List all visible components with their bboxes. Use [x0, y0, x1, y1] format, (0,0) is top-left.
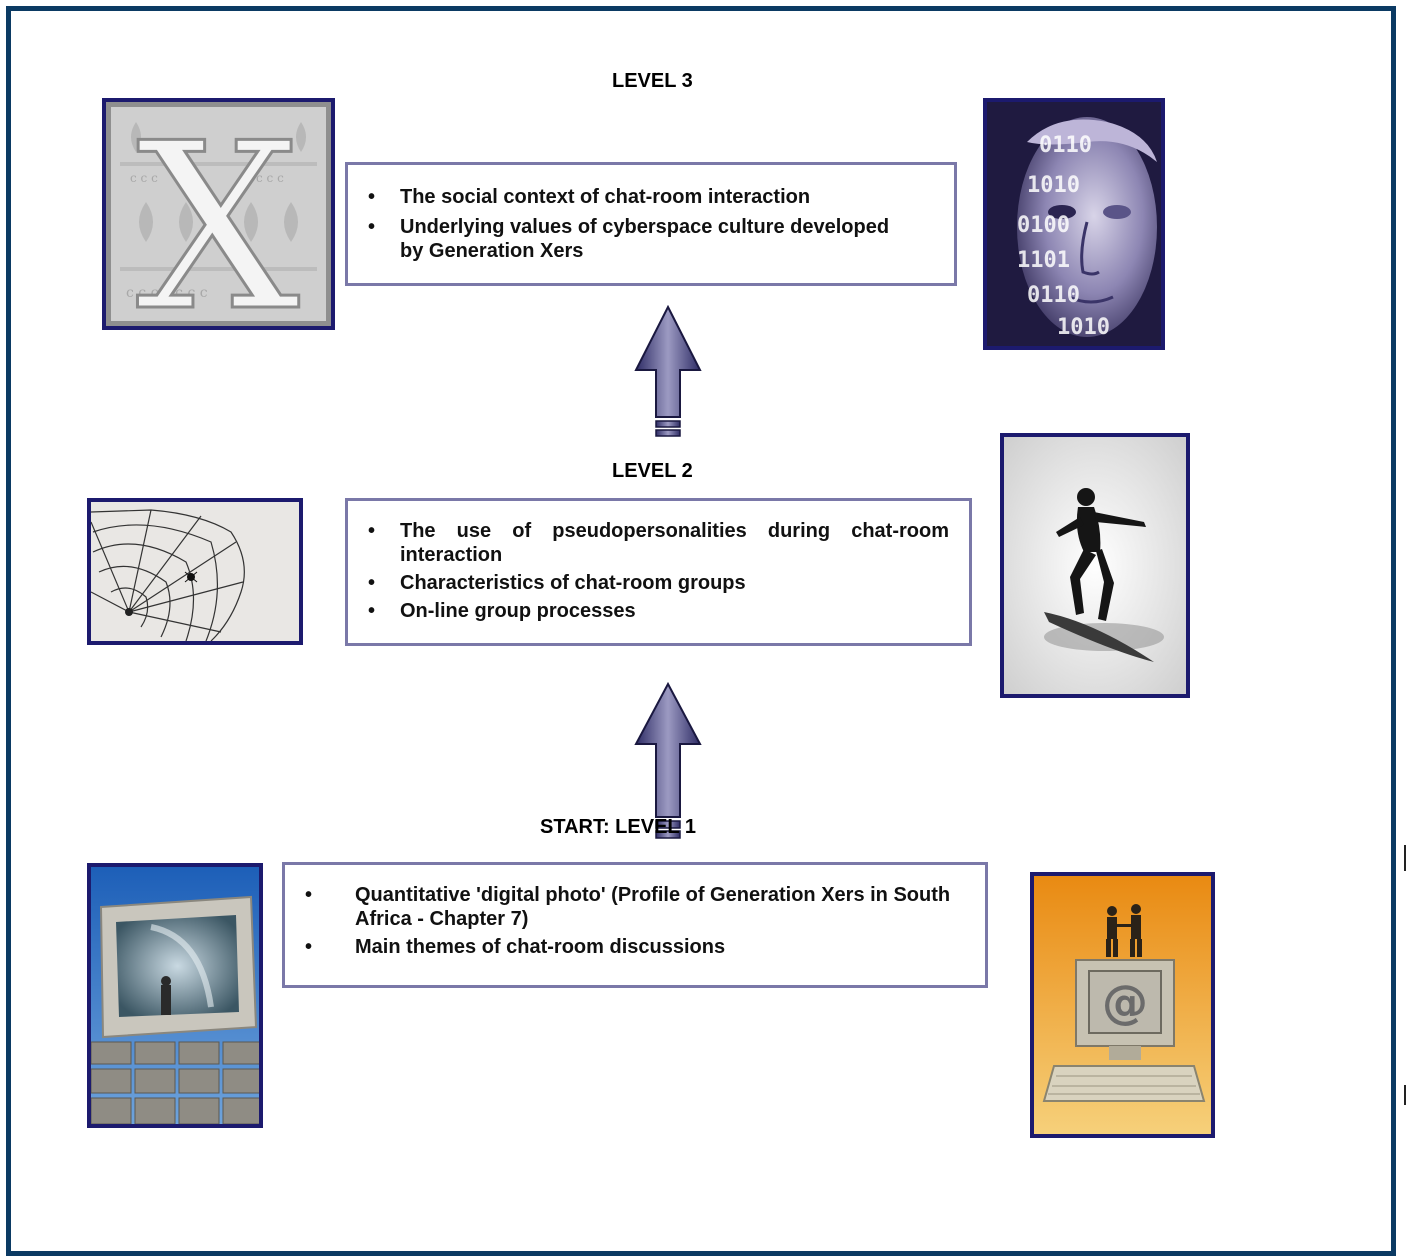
svg-text:1010: 1010: [1057, 315, 1110, 340]
computer-at-picture: @: [1030, 872, 1215, 1138]
svg-text:c c c: c c c: [130, 171, 158, 185]
level-1-box: Quantitative 'digital photo' (Profile of…: [282, 862, 988, 988]
svg-text:0100: 0100: [1017, 213, 1070, 238]
level-2-title: LEVEL 2: [612, 460, 693, 482]
page-frame: [6, 6, 1396, 1256]
arrow-level2-to-level3: [634, 305, 702, 437]
level-2-box: The use of pseudopersonalities during ch…: [345, 498, 972, 646]
spider-web-picture: [87, 498, 303, 645]
x-emblem-picture: c c c c c c c c c c c c c X: [102, 98, 335, 330]
level-1-title: START: LEVEL 1: [540, 816, 696, 838]
binary-face-picture: 0110 1010 0100 1101 0110 1010: [983, 98, 1165, 350]
svg-text:1101: 1101: [1017, 248, 1070, 273]
level-3-box: The social context of chat-room interact…: [345, 162, 957, 286]
edge-mark: [1404, 845, 1406, 871]
at-sign-icon: @: [1102, 975, 1148, 1029]
svg-text:c c c: c c c: [256, 171, 284, 185]
level-2-item: Characteristics of chat-room groups: [348, 571, 969, 595]
svg-text:1010: 1010: [1027, 173, 1080, 198]
level-2-item: On-line group processes: [348, 599, 969, 623]
level-3-item: Underlying values of cyberspace culture …: [348, 215, 954, 263]
svg-text:0110: 0110: [1027, 283, 1080, 308]
level-1-item: Quantitative 'digital photo' (Profile of…: [285, 883, 985, 931]
surfer-picture: [1000, 433, 1190, 698]
svg-text:0110: 0110: [1039, 133, 1092, 158]
level-3-title: LEVEL 3: [612, 70, 693, 92]
level-2-item: The use of pseudopersonalities during ch…: [348, 519, 969, 567]
monitor-keyboard-picture: [87, 863, 263, 1128]
svg-text:c c c c c c c: c c c c c c c: [126, 285, 208, 301]
arrow-level1-to-level2: [634, 682, 702, 839]
level-1-item: Main themes of chat-room discussions: [285, 935, 985, 959]
x-glyph-icon: X: [136, 102, 300, 326]
level-3-item: The social context of chat-room interact…: [348, 185, 954, 209]
edge-mark: [1404, 1085, 1406, 1105]
